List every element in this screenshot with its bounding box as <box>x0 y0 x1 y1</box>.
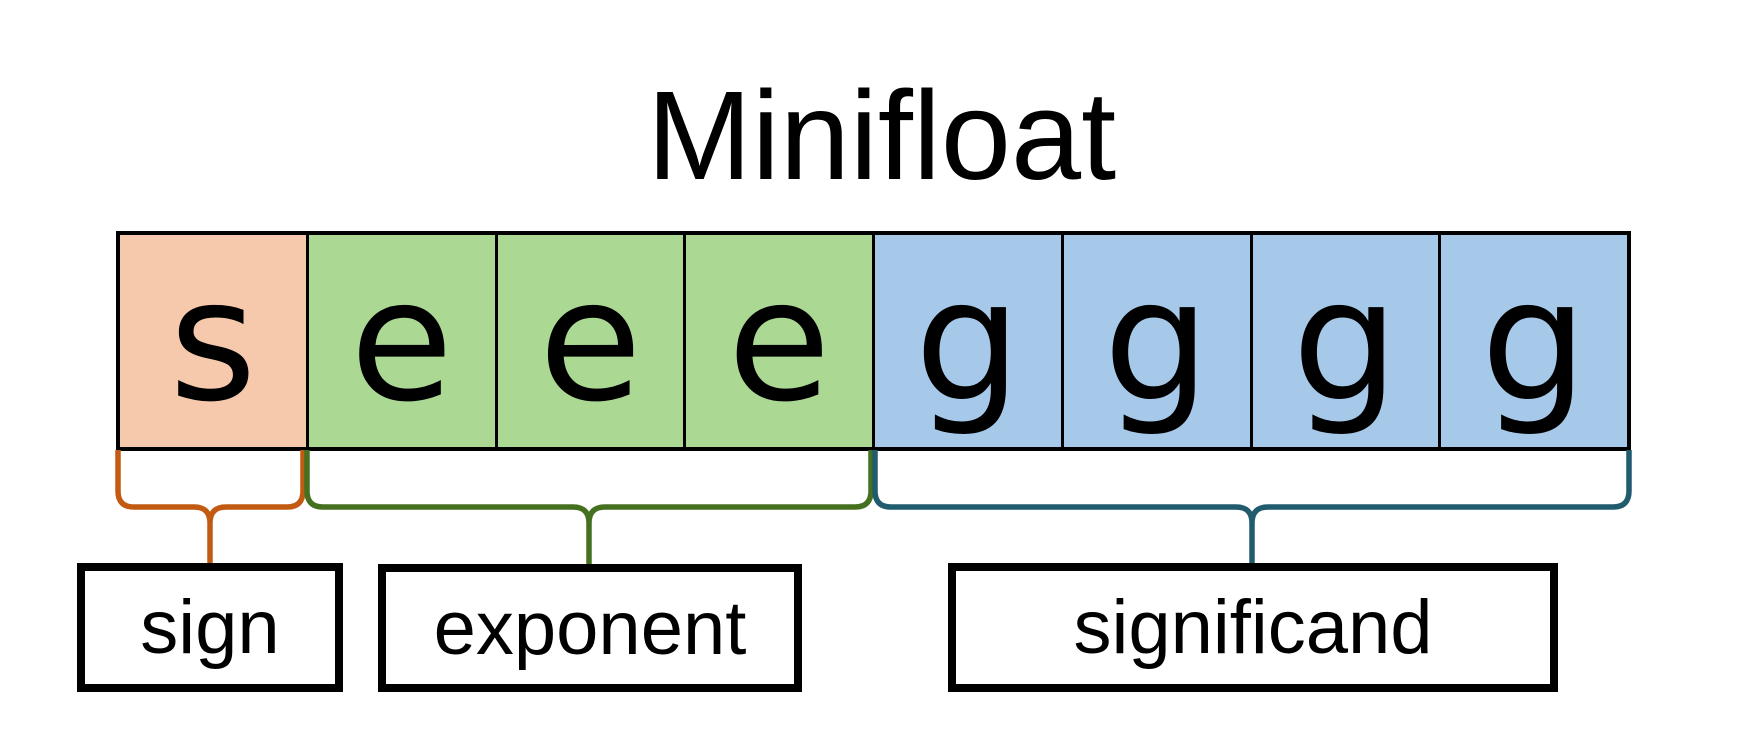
significand-brace <box>872 450 1632 564</box>
bit-cell-significand: g <box>1438 235 1627 447</box>
bit-letter: e <box>538 243 643 439</box>
bit-row: s e e e g g g g <box>116 231 1631 451</box>
significand-label: significand <box>1073 585 1433 670</box>
bit-letter: g <box>1103 243 1210 439</box>
bit-cell-significand: g <box>1249 235 1439 447</box>
bit-letter: g <box>1292 243 1399 439</box>
sign-label-box: sign <box>77 563 343 692</box>
exponent-brace <box>304 450 874 564</box>
bit-letter: e <box>727 243 831 439</box>
bit-letter: g <box>914 243 1022 439</box>
bit-cell-sign: s <box>120 235 306 447</box>
bit-cell-exponent: e <box>494 235 684 447</box>
sign-label: sign <box>140 585 280 670</box>
bit-letter: e <box>349 243 454 439</box>
bit-cell-exponent: e <box>305 235 495 447</box>
sign-brace <box>115 450 306 564</box>
bit-cell-significand: g <box>872 235 1061 447</box>
bit-letter: g <box>1480 243 1588 439</box>
bit-cell-exponent: e <box>683 235 872 447</box>
exponent-label-box: exponent <box>378 564 802 692</box>
bit-cell-significand: g <box>1060 235 1250 447</box>
significand-label-box: significand <box>948 563 1558 692</box>
exponent-label: exponent <box>433 585 747 671</box>
bit-letter: s <box>169 243 257 439</box>
diagram-title: Minifloat <box>646 65 1117 206</box>
